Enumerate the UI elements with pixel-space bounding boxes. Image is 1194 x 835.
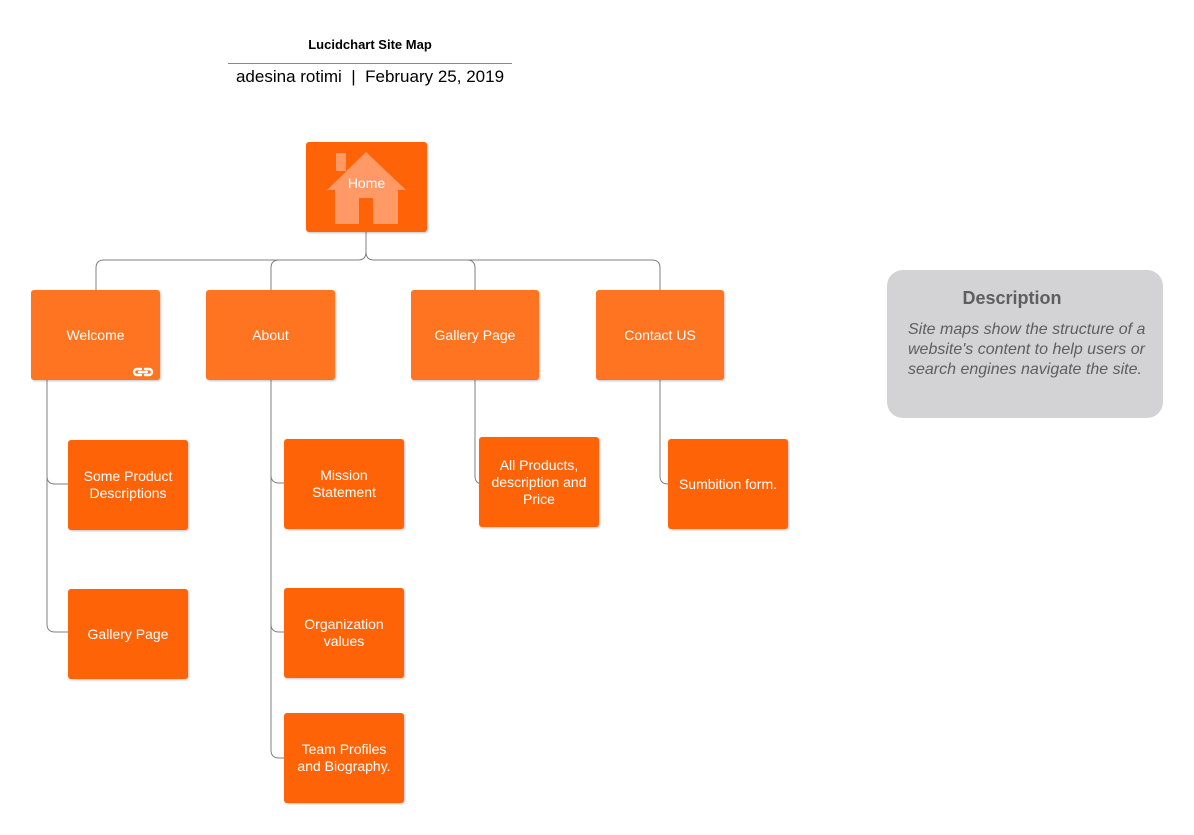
page-welcome-gallery[interactable]: Gallery Page bbox=[68, 589, 188, 679]
house-icon bbox=[327, 152, 406, 224]
home-label: Home bbox=[347, 174, 386, 191]
link-icon[interactable] bbox=[132, 366, 154, 378]
home-node[interactable]: Home bbox=[306, 142, 427, 232]
page-label: Gallery Page bbox=[87, 625, 169, 642]
connector-to-about bbox=[270, 259, 280, 290]
section-about-label: About bbox=[252, 326, 289, 343]
description-body: Site maps show the structure of a websit… bbox=[908, 321, 1146, 378]
connector-welcome-children bbox=[46, 380, 68, 633]
section-welcome[interactable]: Welcome bbox=[31, 290, 160, 380]
page-mission-statement[interactable]: Mission Statement bbox=[284, 439, 404, 529]
connector-welcome-child-1 bbox=[46, 475, 68, 485]
section-contact-label: Contact US bbox=[624, 326, 696, 343]
page-label: Mission Statement bbox=[312, 467, 376, 500]
section-gallery-page[interactable]: Gallery Page bbox=[411, 290, 539, 380]
section-gallery-label: Gallery Page bbox=[434, 326, 516, 343]
connector-home-bus bbox=[95, 232, 367, 290]
page-submission-form[interactable]: Sumbition form. bbox=[668, 439, 788, 529]
section-contact-us[interactable]: Contact US bbox=[596, 290, 724, 380]
page-some-product-descriptions[interactable]: Some Product Descriptions bbox=[68, 440, 188, 530]
page-label: Organization values bbox=[304, 616, 384, 649]
title-divider bbox=[228, 63, 512, 64]
description-title: Description bbox=[962, 288, 1062, 308]
page-organization-values[interactable]: Organization values bbox=[284, 588, 404, 678]
description-panel: Description Site maps show the structure… bbox=[887, 270, 1163, 418]
connector-contact-child bbox=[659, 380, 669, 485]
section-about[interactable]: About bbox=[206, 290, 335, 380]
page-label: Team Profiles and Biography. bbox=[297, 741, 391, 774]
diagram-title: Lucidchart Site Map bbox=[308, 37, 432, 52]
section-welcome-label: Welcome bbox=[66, 326, 125, 343]
connector-home-bus-right bbox=[365, 251, 661, 290]
connector-about-children bbox=[270, 380, 284, 759]
page-all-products[interactable]: All Products, description and Price bbox=[479, 437, 599, 527]
author-date-line: adesina rotimi | February 25, 2019 bbox=[235, 67, 505, 86]
page-label: Sumbition form. bbox=[678, 475, 778, 492]
connector-about-child-2 bbox=[270, 623, 284, 633]
connector-to-gallery bbox=[466, 259, 476, 290]
page-label: Some Product Descriptions bbox=[83, 468, 173, 501]
connector-about-child-1 bbox=[270, 474, 284, 484]
page-team-profiles[interactable]: Team Profiles and Biography. bbox=[284, 713, 404, 803]
page-label: All Products, description and Price bbox=[491, 456, 587, 507]
